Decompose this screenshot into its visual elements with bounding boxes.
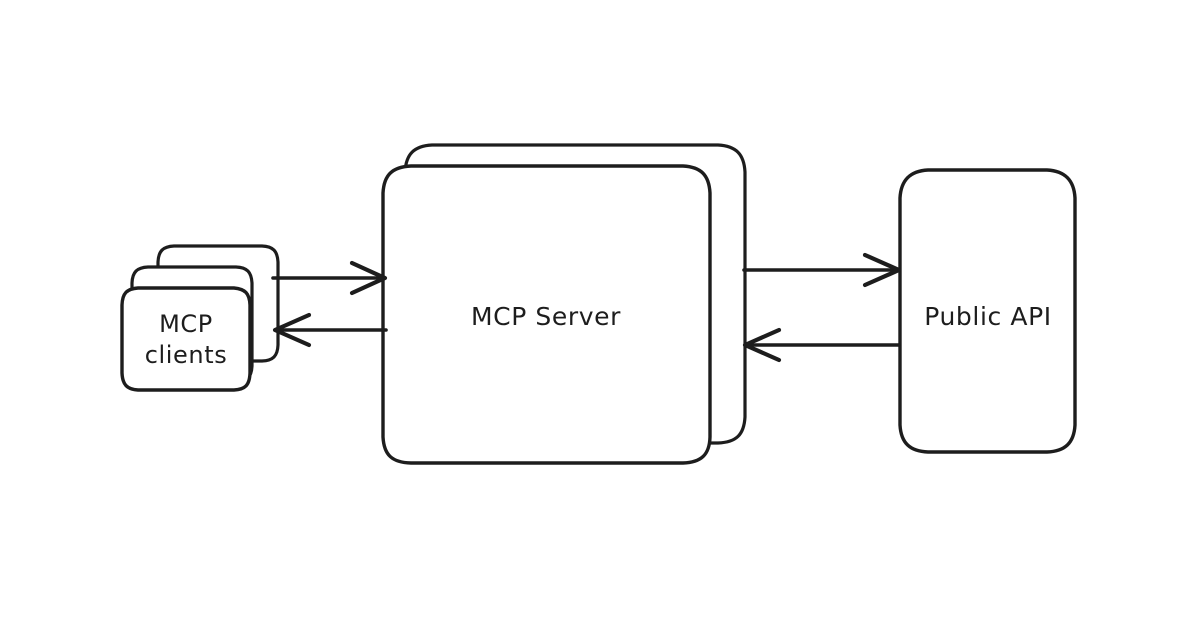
- mcp-server-card-front: [381, 164, 712, 465]
- node-mcp-clients[interactable]: MCP clients: [120, 244, 280, 392]
- edge-clients-to-server[interactable]: [271, 260, 388, 296]
- edge-server-to-clients[interactable]: [272, 312, 388, 348]
- edge-clients-to-server-arrowhead: [349, 260, 388, 296]
- mcp-server-label: MCP Server: [471, 302, 621, 331]
- edge-server-to-api[interactable]: [742, 252, 902, 288]
- edge-server-to-clients-arrowhead: [272, 312, 312, 348]
- public-api-label: Public API: [924, 302, 1051, 331]
- node-mcp-server[interactable]: MCP Server: [381, 143, 747, 465]
- public-api-card: [898, 168, 1077, 454]
- edge-api-to-server-arrowhead: [742, 327, 782, 363]
- mcp-clients-card-front: [120, 286, 252, 392]
- mcp-clients-label-line2: clients: [145, 341, 228, 369]
- edge-api-to-server[interactable]: [742, 327, 901, 363]
- mcp-clients-label-line1: MCP: [159, 310, 213, 338]
- edge-server-to-api-arrowhead: [862, 252, 902, 288]
- node-public-api[interactable]: Public API: [898, 168, 1077, 454]
